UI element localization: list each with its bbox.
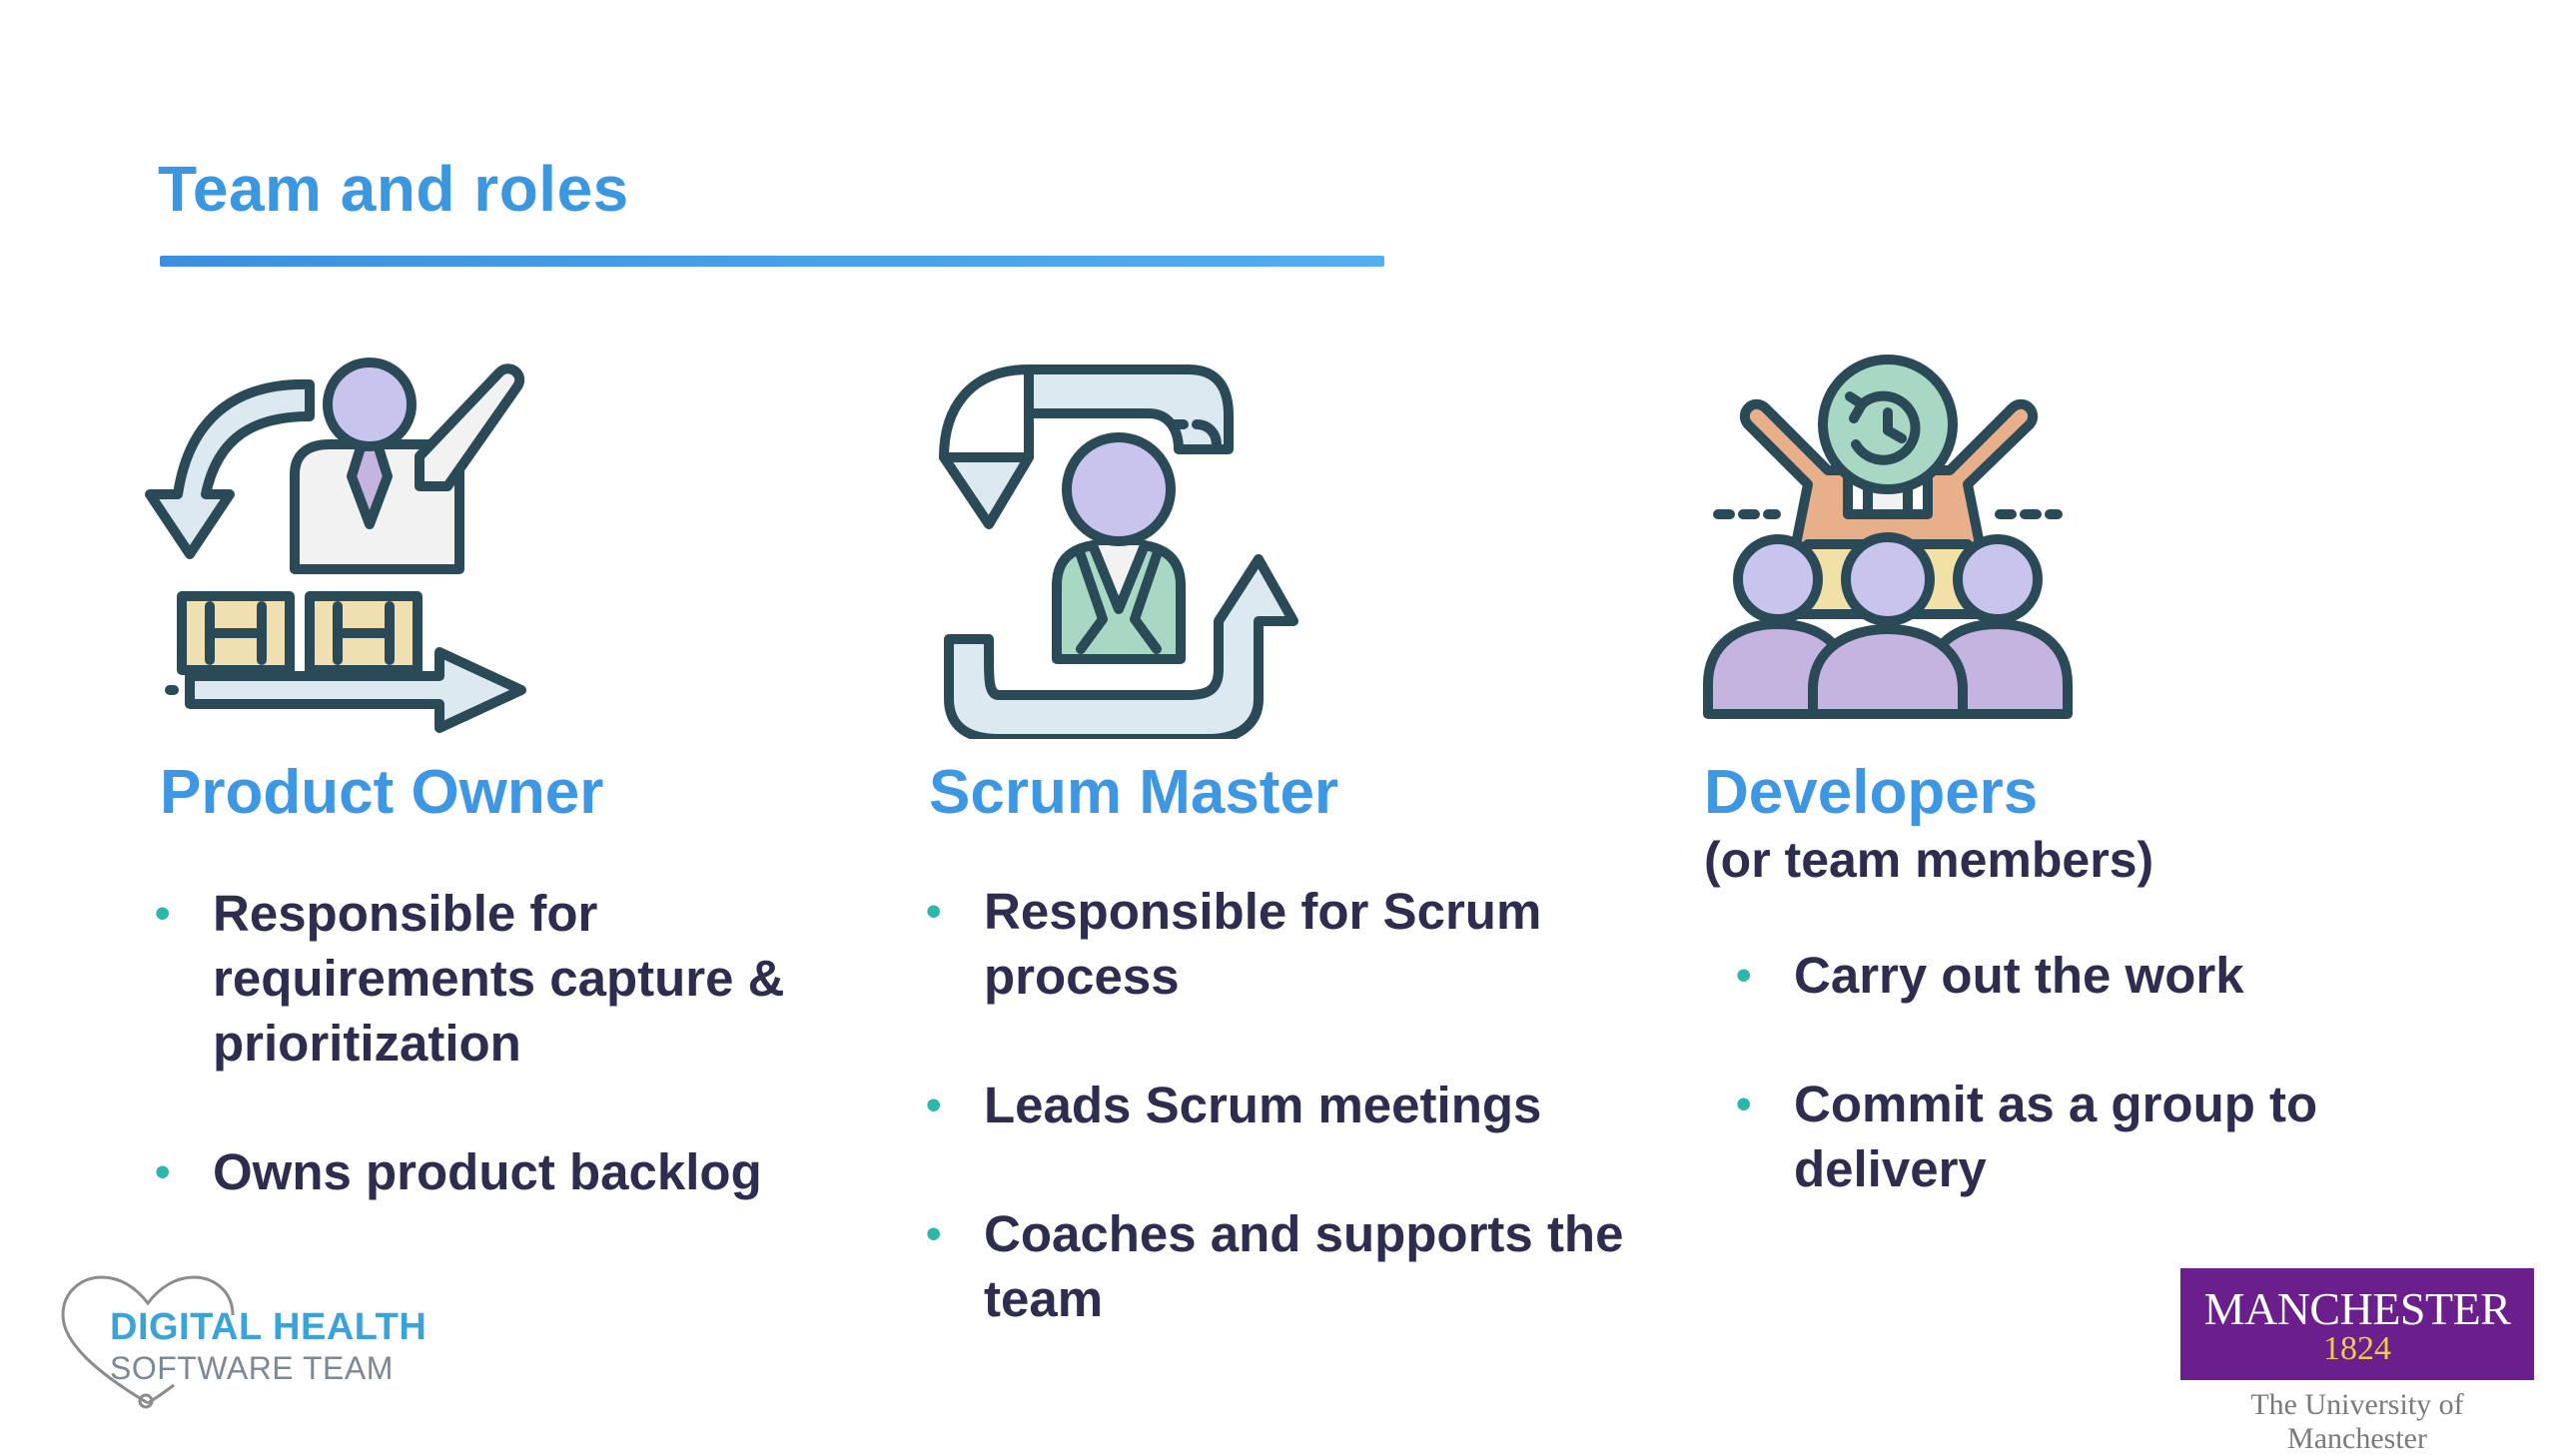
title-underline (160, 256, 1384, 267)
bullet-dot: • (1736, 951, 1752, 1000)
product-owner-bullets: •Responsible for requirements capture & … (155, 881, 874, 1268)
column-title-product-owner: Product Owner (160, 758, 604, 827)
developers-bullets: •Carry out the work •Commit as a group t… (1736, 943, 2455, 1265)
manchester-logo-year: 1824 (2323, 1330, 2391, 1367)
digital-health-heart-icon (61, 1275, 235, 1409)
scrum-master-bullets: •Responsible for Scrum process •Leads Sc… (926, 879, 1645, 1395)
slide-title: Team and roles (158, 153, 629, 225)
developers-icon (1703, 355, 2073, 719)
scrum-master-icon (939, 364, 1298, 739)
bullet-dot: • (1736, 1080, 1752, 1128)
column-title-developers: Developers (1704, 758, 2039, 827)
list-item: •Responsible for Scrum process (926, 879, 1645, 1009)
product-owner-icon (145, 358, 526, 733)
manchester-logo-name: MANCHESTER (2203, 1283, 2511, 1334)
column-title-scrum-master: Scrum Master (929, 758, 1339, 827)
digital-health-logo-line2: SOFTWARE TEAM (110, 1350, 394, 1386)
list-item: •Commit as a group to delivery (1736, 1072, 2455, 1201)
bullet-dot: • (926, 887, 942, 936)
list-item: •Carry out the work (1736, 943, 2455, 1008)
list-item: •Coaches and supports the team (926, 1201, 1645, 1331)
list-item: •Owns product backlog (155, 1139, 874, 1204)
manchester-logo: MANCHESTER 1824 (2180, 1268, 2534, 1380)
digital-health-logo-line1: DIGITAL HEALTH (110, 1306, 427, 1348)
bullet-dot: • (926, 1209, 942, 1258)
manchester-logo-subtitle: The University of Manchester (2250, 1388, 2464, 1455)
list-item: •Leads Scrum meetings (926, 1073, 1645, 1137)
list-item: •Responsible for requirements capture & … (155, 881, 874, 1076)
bullet-dot: • (926, 1081, 942, 1129)
bullet-dot: • (155, 1147, 171, 1196)
bullet-dot: • (155, 889, 171, 938)
developers-subtitle: (or team members) (1704, 832, 2154, 888)
